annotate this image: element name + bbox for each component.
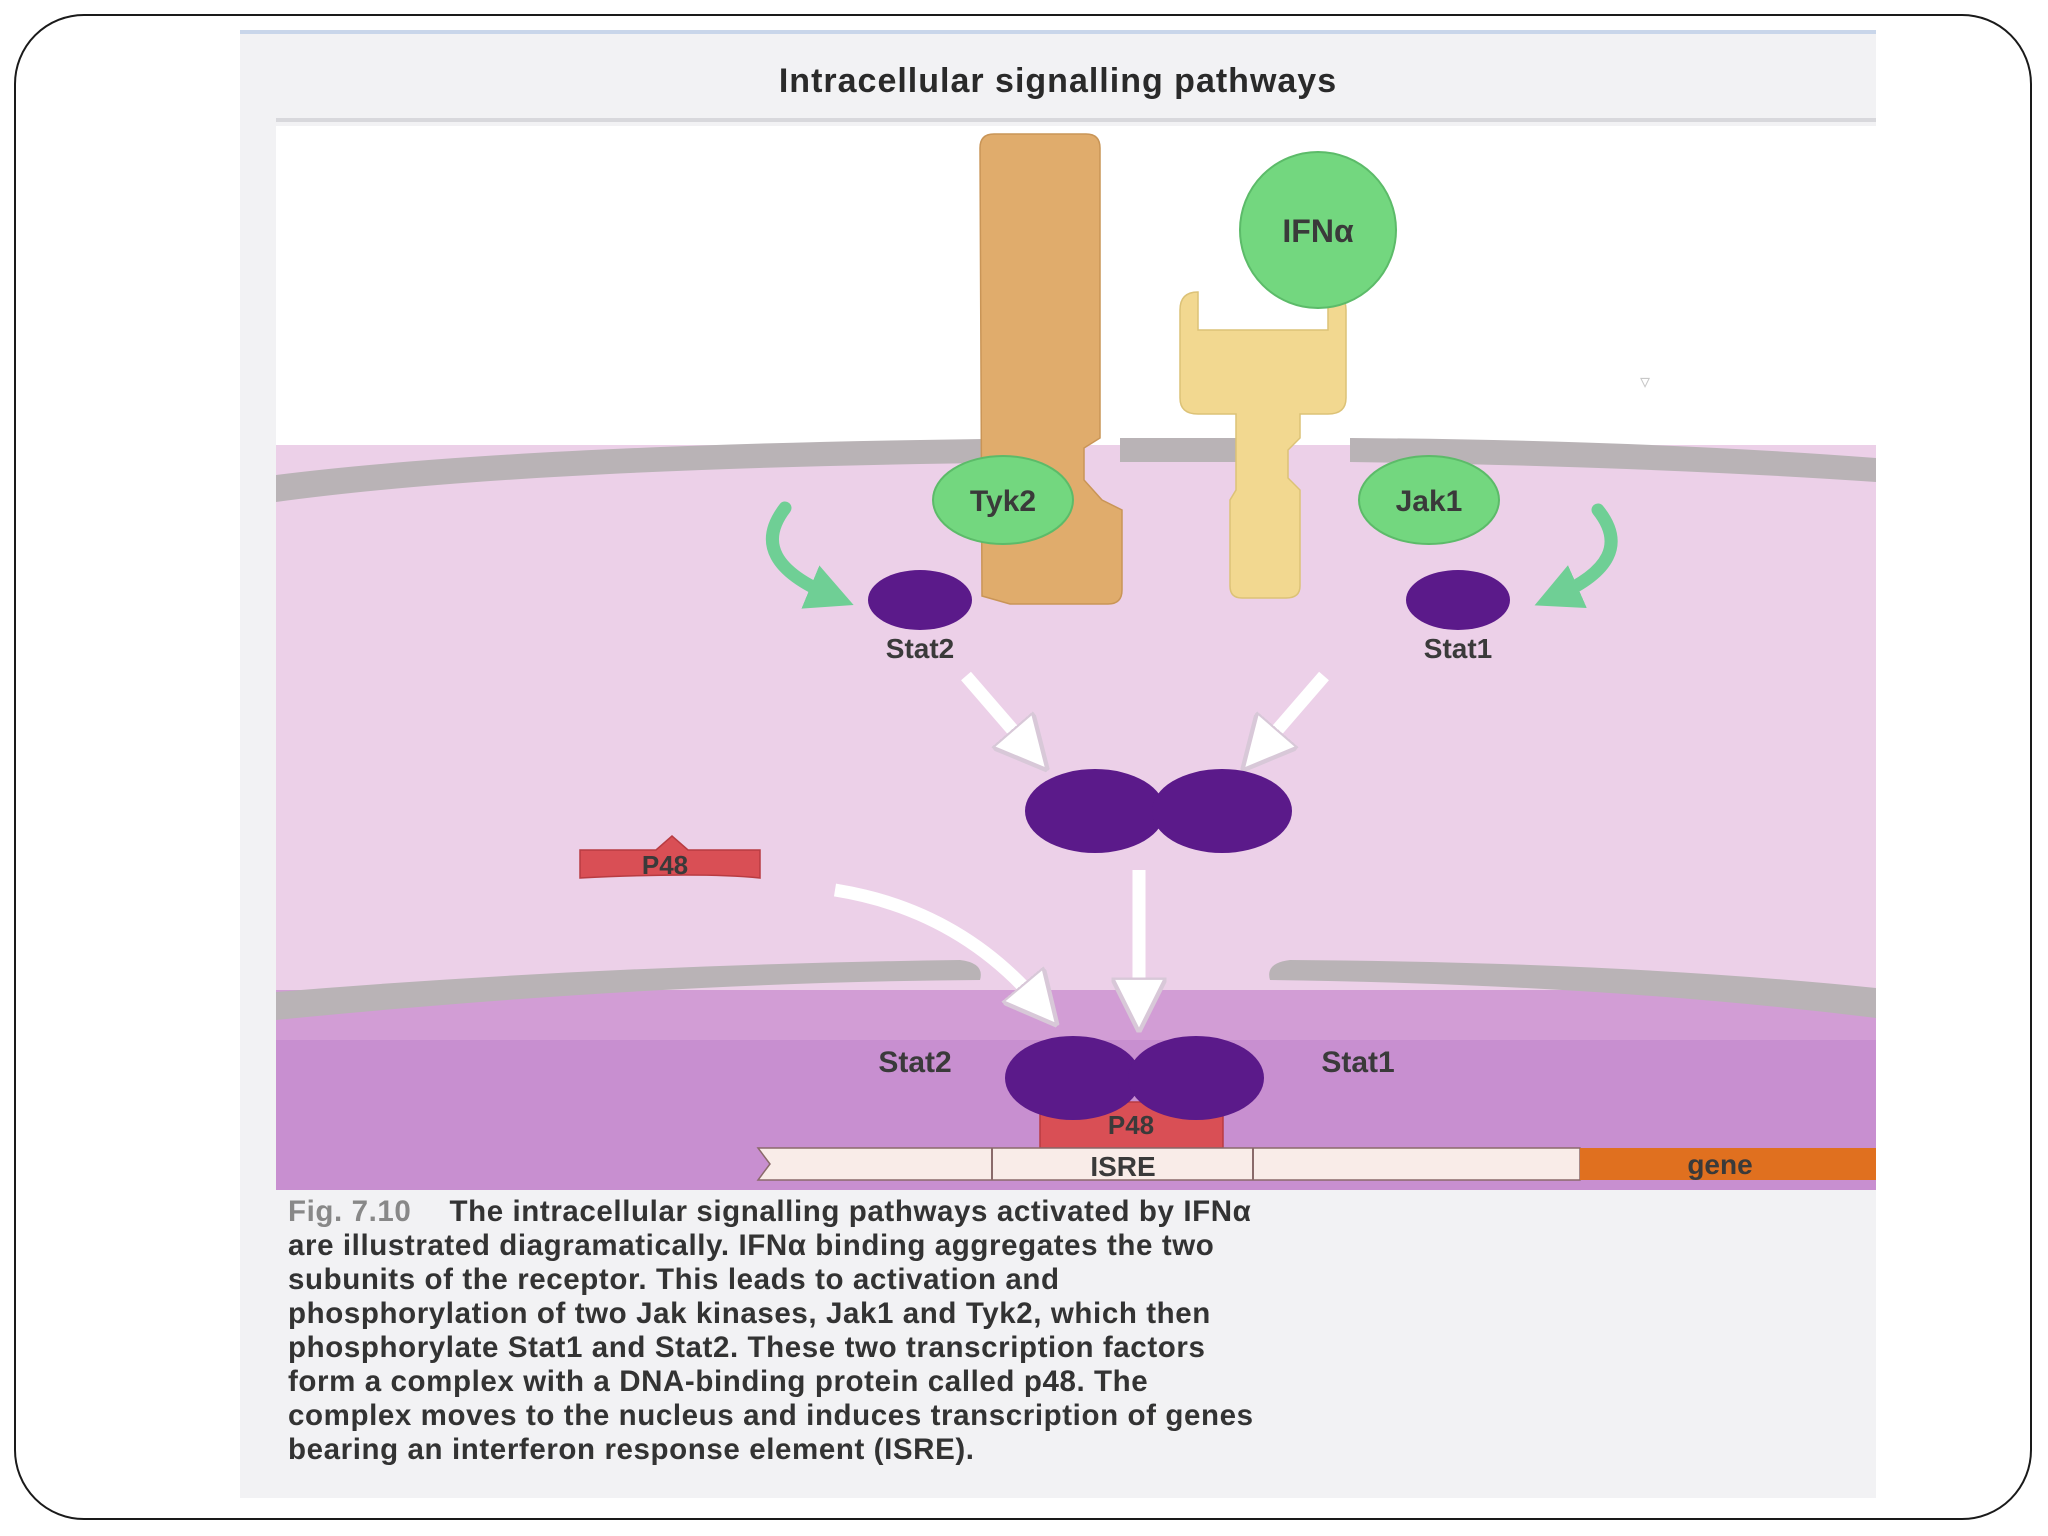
- jak1-label: Jak1: [1396, 485, 1463, 518]
- tyk2-kinase: [932, 455, 1074, 545]
- tyk2-label: Tyk2: [970, 485, 1036, 518]
- nucleus-rim: [276, 990, 1876, 1040]
- caption-line: complex moves to the nucleus and induces…: [288, 1399, 1254, 1432]
- isre-label: ISRE: [1090, 1151, 1155, 1182]
- stat-dimer-left: [1025, 769, 1165, 853]
- caption-line: form a complex with a DNA-binding protei…: [288, 1365, 1149, 1398]
- dna-strand: [756, 1147, 1581, 1181]
- figure-number: Fig. 7.10: [288, 1195, 412, 1228]
- nuclear-envelope-right: [1269, 960, 1876, 1018]
- signalling-diagram: IFNα Tyk2 Jak1 Stat2 Stat1 P48 P48 Stat2: [276, 126, 1876, 1190]
- stat1-to-dimer-arrow: [1260, 671, 1329, 750]
- plasma-membrane-right: [1350, 438, 1876, 482]
- scan-artifact-mark: ▿: [1640, 369, 1650, 393]
- plasma-membrane-middle: [1120, 438, 1245, 462]
- gene-segment: [1580, 1148, 1876, 1180]
- stat1-cytoplasmic-label: Stat1: [1424, 633, 1492, 664]
- stat1-nuclear: [1128, 1036, 1264, 1120]
- caption-line: are illustrated diagramatically. IFNα bi…: [288, 1229, 1215, 1262]
- stat-dimer-right: [1152, 769, 1292, 853]
- caption-line: phosphorylation of two Jak kinases, Jak1…: [288, 1297, 1211, 1330]
- caption-line: subunits of the receptor. This leads to …: [288, 1263, 1060, 1296]
- stat1-nuclear-label: Stat1: [1321, 1046, 1394, 1079]
- jak1-kinase: [1358, 455, 1500, 545]
- nuclear-envelope-left: [276, 960, 981, 1020]
- title-divider: [276, 118, 1876, 122]
- p48-bound-label: P48: [1108, 1110, 1154, 1140]
- ifn-alpha-ligand: [1239, 151, 1397, 309]
- stat2-cytoplasmic-label: Stat2: [886, 633, 954, 664]
- receptor-subunit-right: [1179, 291, 1347, 599]
- activation-arrow-right: [1534, 503, 1618, 609]
- plasma-membrane-left: [276, 438, 1080, 502]
- caption-line: bearing an interferon response element (…: [288, 1433, 975, 1466]
- figure-scan: Intracellular signalling pathways: [240, 30, 1876, 1498]
- stat2-to-dimer-arrow: [961, 671, 1030, 750]
- gene-label: gene: [1687, 1149, 1752, 1180]
- p48-free-label: P48: [642, 850, 688, 880]
- stat1-cytoplasmic: [1406, 570, 1510, 630]
- stat2-cytoplasmic: [868, 570, 972, 630]
- figure-title: Intracellular signalling pathways: [778, 62, 1338, 100]
- activation-arrow-left: [765, 501, 854, 609]
- stat2-nuclear-label: Stat2: [878, 1046, 951, 1079]
- stat2-nuclear: [1005, 1036, 1141, 1120]
- p48-free: [579, 835, 761, 879]
- caption-line: phosphorylate Stat1 and Stat2. These two…: [288, 1331, 1206, 1364]
- ifn-alpha-label: IFNα: [1282, 213, 1354, 249]
- p48-to-nucleus-arrow: [833, 883, 1040, 1005]
- top-rule: [240, 30, 1876, 34]
